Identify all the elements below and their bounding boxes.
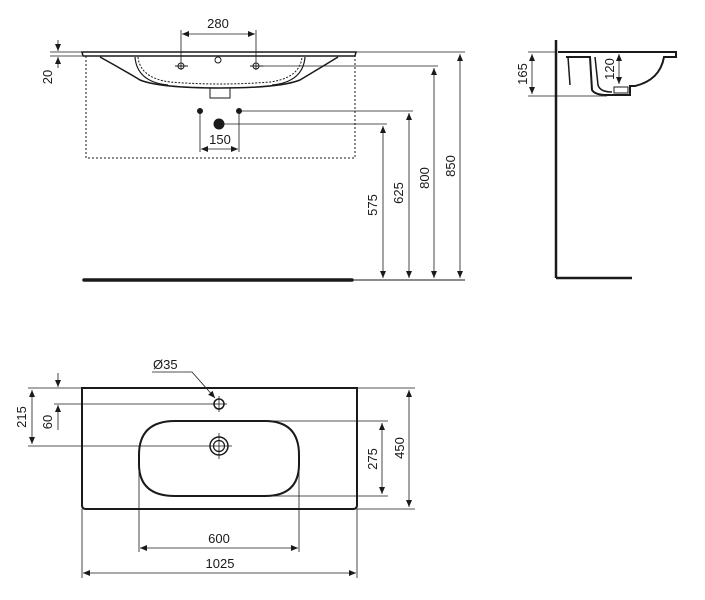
waste-drain-point (213, 118, 225, 130)
side-elevation-view (528, 40, 677, 280)
dim-800: 800 (417, 167, 432, 189)
dim-60: 60 (40, 415, 55, 429)
dim-600: 600 (208, 531, 230, 546)
basin-side-profile (558, 51, 677, 96)
dim-120: 120 (602, 58, 617, 80)
tap-hole-marks (175, 62, 263, 70)
front-elevation-view (50, 30, 465, 282)
basin-outline (81, 387, 358, 510)
dim-280: 280 (207, 16, 229, 31)
dim-1025: 1025 (206, 556, 235, 571)
dim-575: 575 (365, 194, 380, 216)
dim-diameter-35: Ø35 (153, 357, 178, 372)
dim-165: 165 (515, 63, 530, 85)
plan-view (28, 371, 415, 578)
dim-850: 850 (443, 155, 458, 177)
dim-275: 275 (365, 448, 380, 470)
cabinet-outline (85, 55, 356, 159)
basin-rim (81, 51, 357, 57)
dim-20: 20 (40, 70, 55, 84)
dim-450: 450 (392, 437, 407, 459)
dim-215: 215 (14, 406, 29, 428)
dim-625: 625 (391, 182, 406, 204)
waste-outlet (209, 87, 231, 99)
dim-150: 150 (209, 132, 231, 147)
